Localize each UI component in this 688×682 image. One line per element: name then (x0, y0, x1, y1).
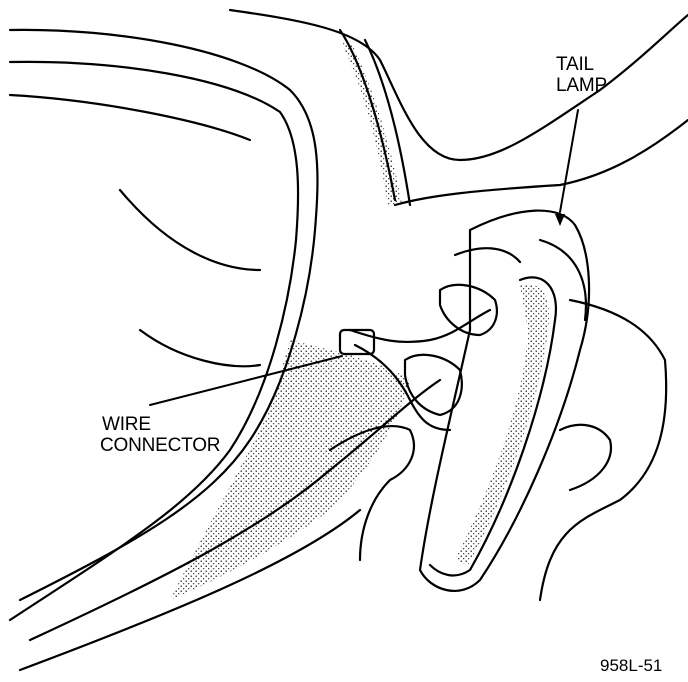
lamp-face (538, 238, 587, 322)
socket-lower (403, 353, 463, 417)
lamp-housing-outer (418, 209, 591, 592)
right-quarter (538, 298, 668, 602)
window-edge (8, 93, 252, 142)
trunk-edge (393, 118, 688, 207)
wire-connector-label: WIRE CONNECTOR (100, 414, 221, 456)
lamp-shading (455, 284, 550, 565)
tail-lamp-leader (559, 109, 579, 213)
inner-trim (118, 188, 262, 272)
tail-lamp-label-line-2: LAMP (556, 75, 607, 96)
lamp-inner-edge (453, 247, 522, 264)
tail-lamp-arrowhead (555, 214, 565, 226)
tail-lamp-label: TAIL LAMP (556, 54, 607, 96)
hand-fingers (558, 423, 613, 492)
body-outer-line (8, 28, 319, 602)
body-inner-line (8, 60, 300, 622)
pillar-line-2 (363, 38, 412, 207)
quarter-shading (170, 340, 410, 600)
inner-trim-2 (138, 328, 262, 368)
pillar-shading (342, 40, 402, 206)
roof-edge (228, 8, 688, 162)
wire-connector-label-line-1: WIRE (102, 414, 151, 435)
wire-connector-label-line-2: CONNECTOR (100, 435, 221, 456)
socket-upper (438, 283, 498, 337)
lamp-lens-edge (428, 276, 558, 577)
wire-connector-body (338, 328, 376, 356)
wire-harness-2 (353, 343, 452, 432)
tail-lamp-label-line-1: TAIL (556, 54, 594, 75)
figure-id: 958L-51 (600, 656, 663, 675)
lower-quarter-2 (18, 508, 362, 672)
